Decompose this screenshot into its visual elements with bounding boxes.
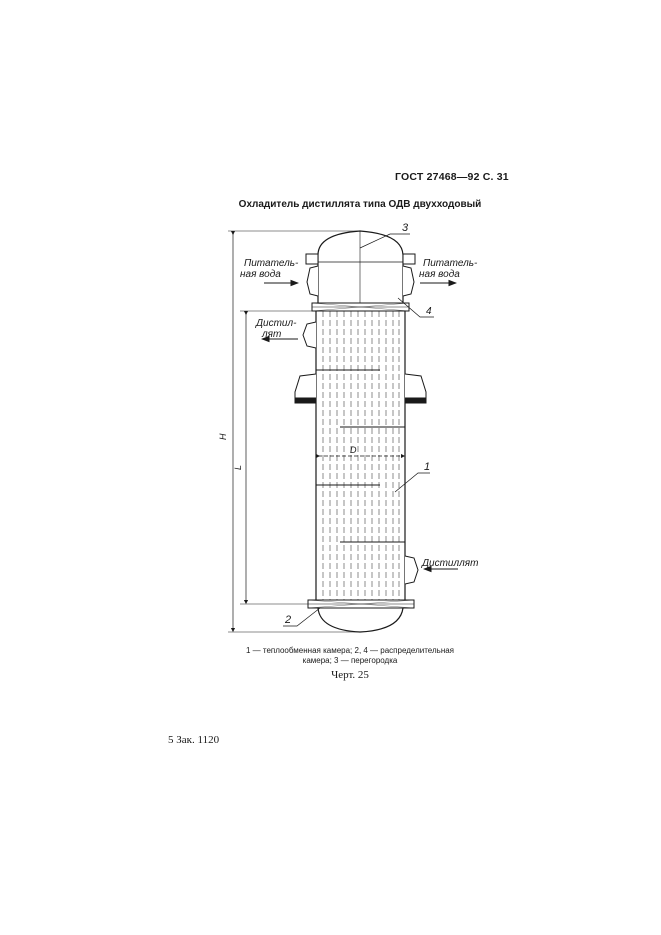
water-in-label-line1: Питатель- [244, 258, 299, 269]
bottom-dome [317, 607, 404, 633]
baffles [316, 369, 405, 543]
water-out-label-line2: ная вода [419, 269, 460, 280]
top-side-nozzles [305, 253, 416, 297]
support-brackets [294, 373, 427, 404]
distillate-in-label: Дистиллят [421, 558, 478, 569]
page-header: ГОСТ 27468—92 С. 31 [395, 171, 509, 183]
bottom-tube-sheet [307, 599, 415, 609]
dim-l-label: L [233, 465, 243, 470]
dimension-labels: H L D [218, 433, 357, 470]
distillate-out-label-line2: лят [261, 329, 281, 340]
pos-2-label: 2 [284, 614, 291, 626]
dim-d-label: D [350, 445, 357, 455]
figure-caption: 1 — теплообменная камера; 2, 4 — распред… [220, 646, 480, 666]
tube-bundle [322, 311, 400, 600]
pos-4-label: 4 [426, 306, 432, 317]
distillate-inlet-nozzle [404, 555, 419, 585]
water-in-label-line2: ная вода [240, 269, 281, 280]
distillate-out-label-line1: Дистил- [255, 318, 297, 329]
pos-1-label: 1 [424, 461, 430, 473]
caption-line-2: камера; 3 — перегородка [302, 656, 398, 665]
pos-3-label: 3 [402, 222, 409, 234]
flow-arrows [260, 279, 458, 573]
top-tube-sheet [311, 302, 410, 312]
dimension-l [240, 310, 312, 605]
dim-h-label: H [218, 433, 228, 440]
shell [315, 311, 406, 600]
flow-labels: Питатель- ная вода Питатель- ная вода Ди… [240, 258, 478, 569]
dimension-h [228, 230, 360, 633]
position-labels: 3 4 1 2 [284, 222, 432, 626]
leader-lines [283, 233, 434, 627]
top-dome [317, 230, 404, 303]
figure-number: Черт. 25 [331, 669, 369, 681]
order-number: 5 Зак. 1120 [168, 734, 220, 746]
water-out-label-line1: Питатель- [423, 258, 478, 269]
caption-line-1: 1 — теплообменная камера; 2, 4 — распред… [245, 646, 455, 655]
distillate-outlet-nozzle [302, 321, 317, 349]
figure-title: Охладитель дистиллята типа ОДВ двухходов… [238, 199, 482, 210]
